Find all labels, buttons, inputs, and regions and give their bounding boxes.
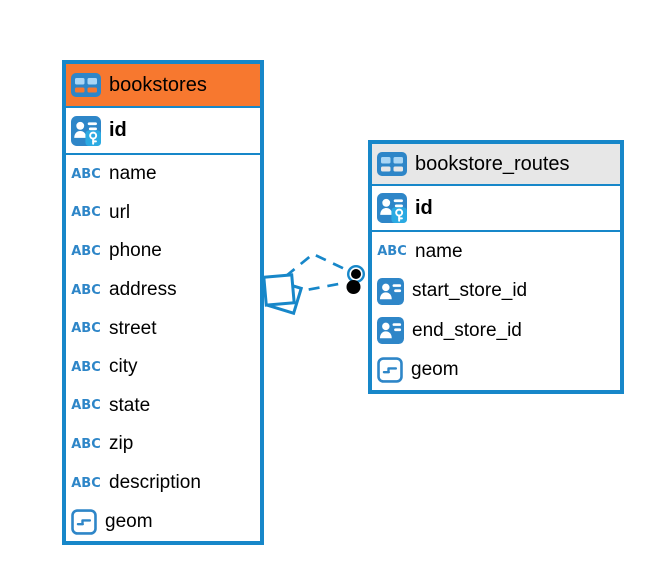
- column-name: description: [109, 472, 201, 494]
- column-row[interactable]: ABC city: [66, 348, 260, 387]
- geometry-type-icon: [377, 357, 403, 384]
- pk-column-name: id: [109, 119, 127, 141]
- text-type-icon: ABC: [71, 282, 101, 298]
- target-marker-double-dot-icon: [346, 265, 365, 294]
- column-row-pk-id[interactable]: id: [66, 108, 260, 155]
- column-name: geom: [411, 359, 459, 381]
- column-name: city: [109, 356, 138, 378]
- table-icon: [71, 73, 101, 97]
- table-icon: [377, 152, 407, 176]
- column-row-pk-id[interactable]: id: [372, 186, 620, 232]
- column-name: name: [415, 240, 463, 262]
- column-row[interactable]: end_store_id: [372, 311, 620, 351]
- column-row[interactable]: ABC url: [66, 194, 260, 233]
- person-key-icon: [377, 193, 407, 223]
- text-type-icon: ABC: [71, 243, 101, 259]
- column-row[interactable]: ABC street: [66, 309, 260, 348]
- person-card-icon: [377, 317, 404, 345]
- text-type-icon: ABC: [71, 166, 101, 182]
- text-type-icon: ABC: [71, 398, 101, 414]
- column-row[interactable]: geom: [372, 351, 620, 391]
- person-card-icon: [377, 277, 404, 305]
- table-node-bookstore-routes: bookstore_routes id ABC name: [368, 140, 624, 394]
- column-row[interactable]: geom: [66, 502, 260, 541]
- table-header-bookstore-routes[interactable]: bookstore_routes: [372, 144, 620, 186]
- column-name: url: [109, 201, 131, 223]
- pk-column-name: id: [415, 196, 433, 219]
- column-name: address: [109, 279, 177, 301]
- source-marker-overlapping-squares-icon: [262, 273, 304, 316]
- text-type-icon: ABC: [377, 244, 407, 260]
- column-row[interactable]: start_store_id: [372, 272, 620, 312]
- table-title: bookstores: [109, 74, 207, 96]
- column-name: name: [109, 163, 157, 185]
- column-name: zip: [109, 433, 134, 455]
- column-name: street: [109, 317, 157, 339]
- text-type-icon: ABC: [71, 321, 101, 337]
- column-row[interactable]: ABC name: [372, 232, 620, 272]
- column-row[interactable]: ABC name: [66, 155, 260, 194]
- column-row[interactable]: ABC phone: [66, 232, 260, 271]
- geometry-type-icon: [71, 508, 97, 535]
- person-key-icon: [71, 115, 101, 146]
- text-type-icon: ABC: [71, 359, 101, 375]
- column-name: geom: [105, 510, 153, 532]
- text-type-icon: ABC: [71, 436, 101, 452]
- column-row[interactable]: ABC description: [66, 464, 260, 503]
- relation-dashed-line-upper: [285, 252, 350, 278]
- text-type-icon: ABC: [71, 205, 101, 221]
- table-node-bookstores: bookstores id ABC name: [62, 60, 264, 545]
- column-row[interactable]: ABC zip: [66, 425, 260, 464]
- column-name: phone: [109, 240, 162, 262]
- column-row[interactable]: ABC address: [66, 271, 260, 310]
- column-name: state: [109, 394, 151, 416]
- table-title: bookstore_routes: [415, 153, 570, 175]
- column-row[interactable]: ABC state: [66, 387, 260, 426]
- column-name: end_store_id: [412, 319, 522, 341]
- table-header-bookstores[interactable]: bookstores: [66, 64, 260, 108]
- column-name: start_store_id: [412, 280, 528, 302]
- text-type-icon: ABC: [71, 475, 101, 491]
